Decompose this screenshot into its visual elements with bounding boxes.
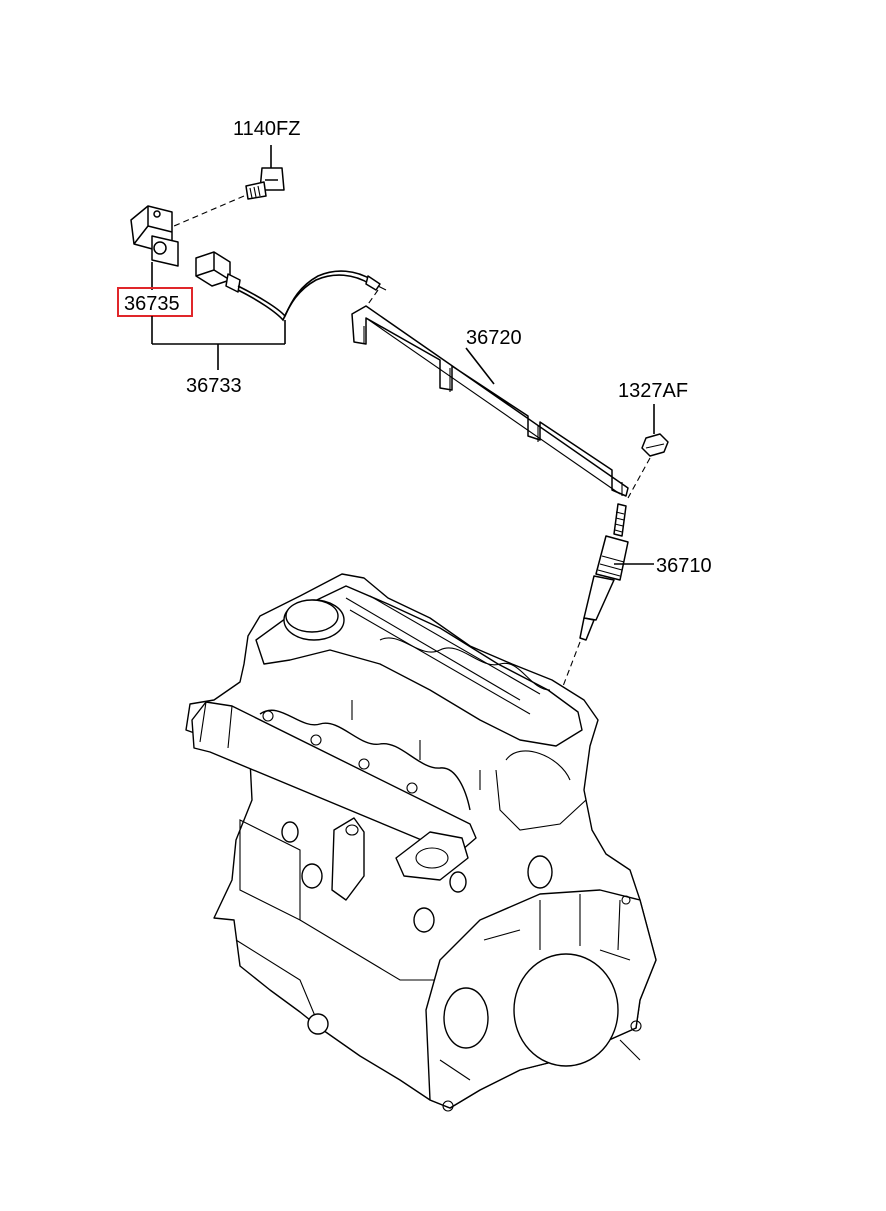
harness-bar-36720 (351, 305, 629, 497)
bolt-leader-dash (159, 195, 245, 233)
leader-36720 (465, 347, 495, 385)
label-36720[interactable]: 36720 (466, 327, 522, 349)
label-1140fz[interactable]: 1140FZ (233, 118, 300, 140)
harness-36733-leader (151, 316, 286, 370)
harness-connector (195, 251, 241, 293)
label-36735[interactable]: 36735 (124, 293, 180, 315)
highlight-box-36735 (117, 287, 193, 317)
engine-block (185, 573, 657, 1112)
label-36710[interactable]: 36710 (656, 555, 712, 577)
glow-plug-36710 (579, 503, 629, 641)
harness-wire (237, 270, 373, 318)
label-36733[interactable]: 36733 (186, 375, 242, 397)
nut-1327af (641, 404, 669, 457)
sensor-bracket-36735 (130, 205, 179, 290)
bolt-1140fz (245, 145, 285, 200)
label-1327af[interactable]: 1327AF (618, 380, 688, 402)
